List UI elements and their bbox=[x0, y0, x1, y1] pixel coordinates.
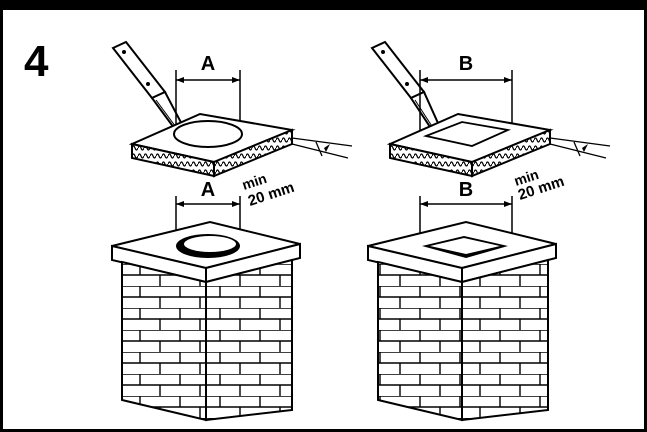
chimney bbox=[367, 220, 557, 422]
min-label: min bbox=[512, 166, 541, 189]
knife-icon bbox=[111, 40, 188, 138]
knife-icon bbox=[370, 40, 444, 138]
step-number: 4 bbox=[24, 37, 49, 86]
min-label: min bbox=[240, 170, 269, 193]
hole-dimension-label-b: B bbox=[459, 179, 473, 201]
insulation-plate bbox=[128, 112, 296, 178]
chimney bbox=[111, 220, 301, 422]
cut-dimension-label-b: B bbox=[459, 53, 473, 75]
cut-dimension-label-a: A bbox=[201, 53, 215, 75]
left-figure: A min 20 mm A bbox=[111, 40, 353, 422]
right-figure: B min 20 mm B bbox=[367, 40, 611, 422]
insulation-plate bbox=[386, 112, 554, 178]
hole-dimension-label-a: A bbox=[201, 179, 215, 201]
